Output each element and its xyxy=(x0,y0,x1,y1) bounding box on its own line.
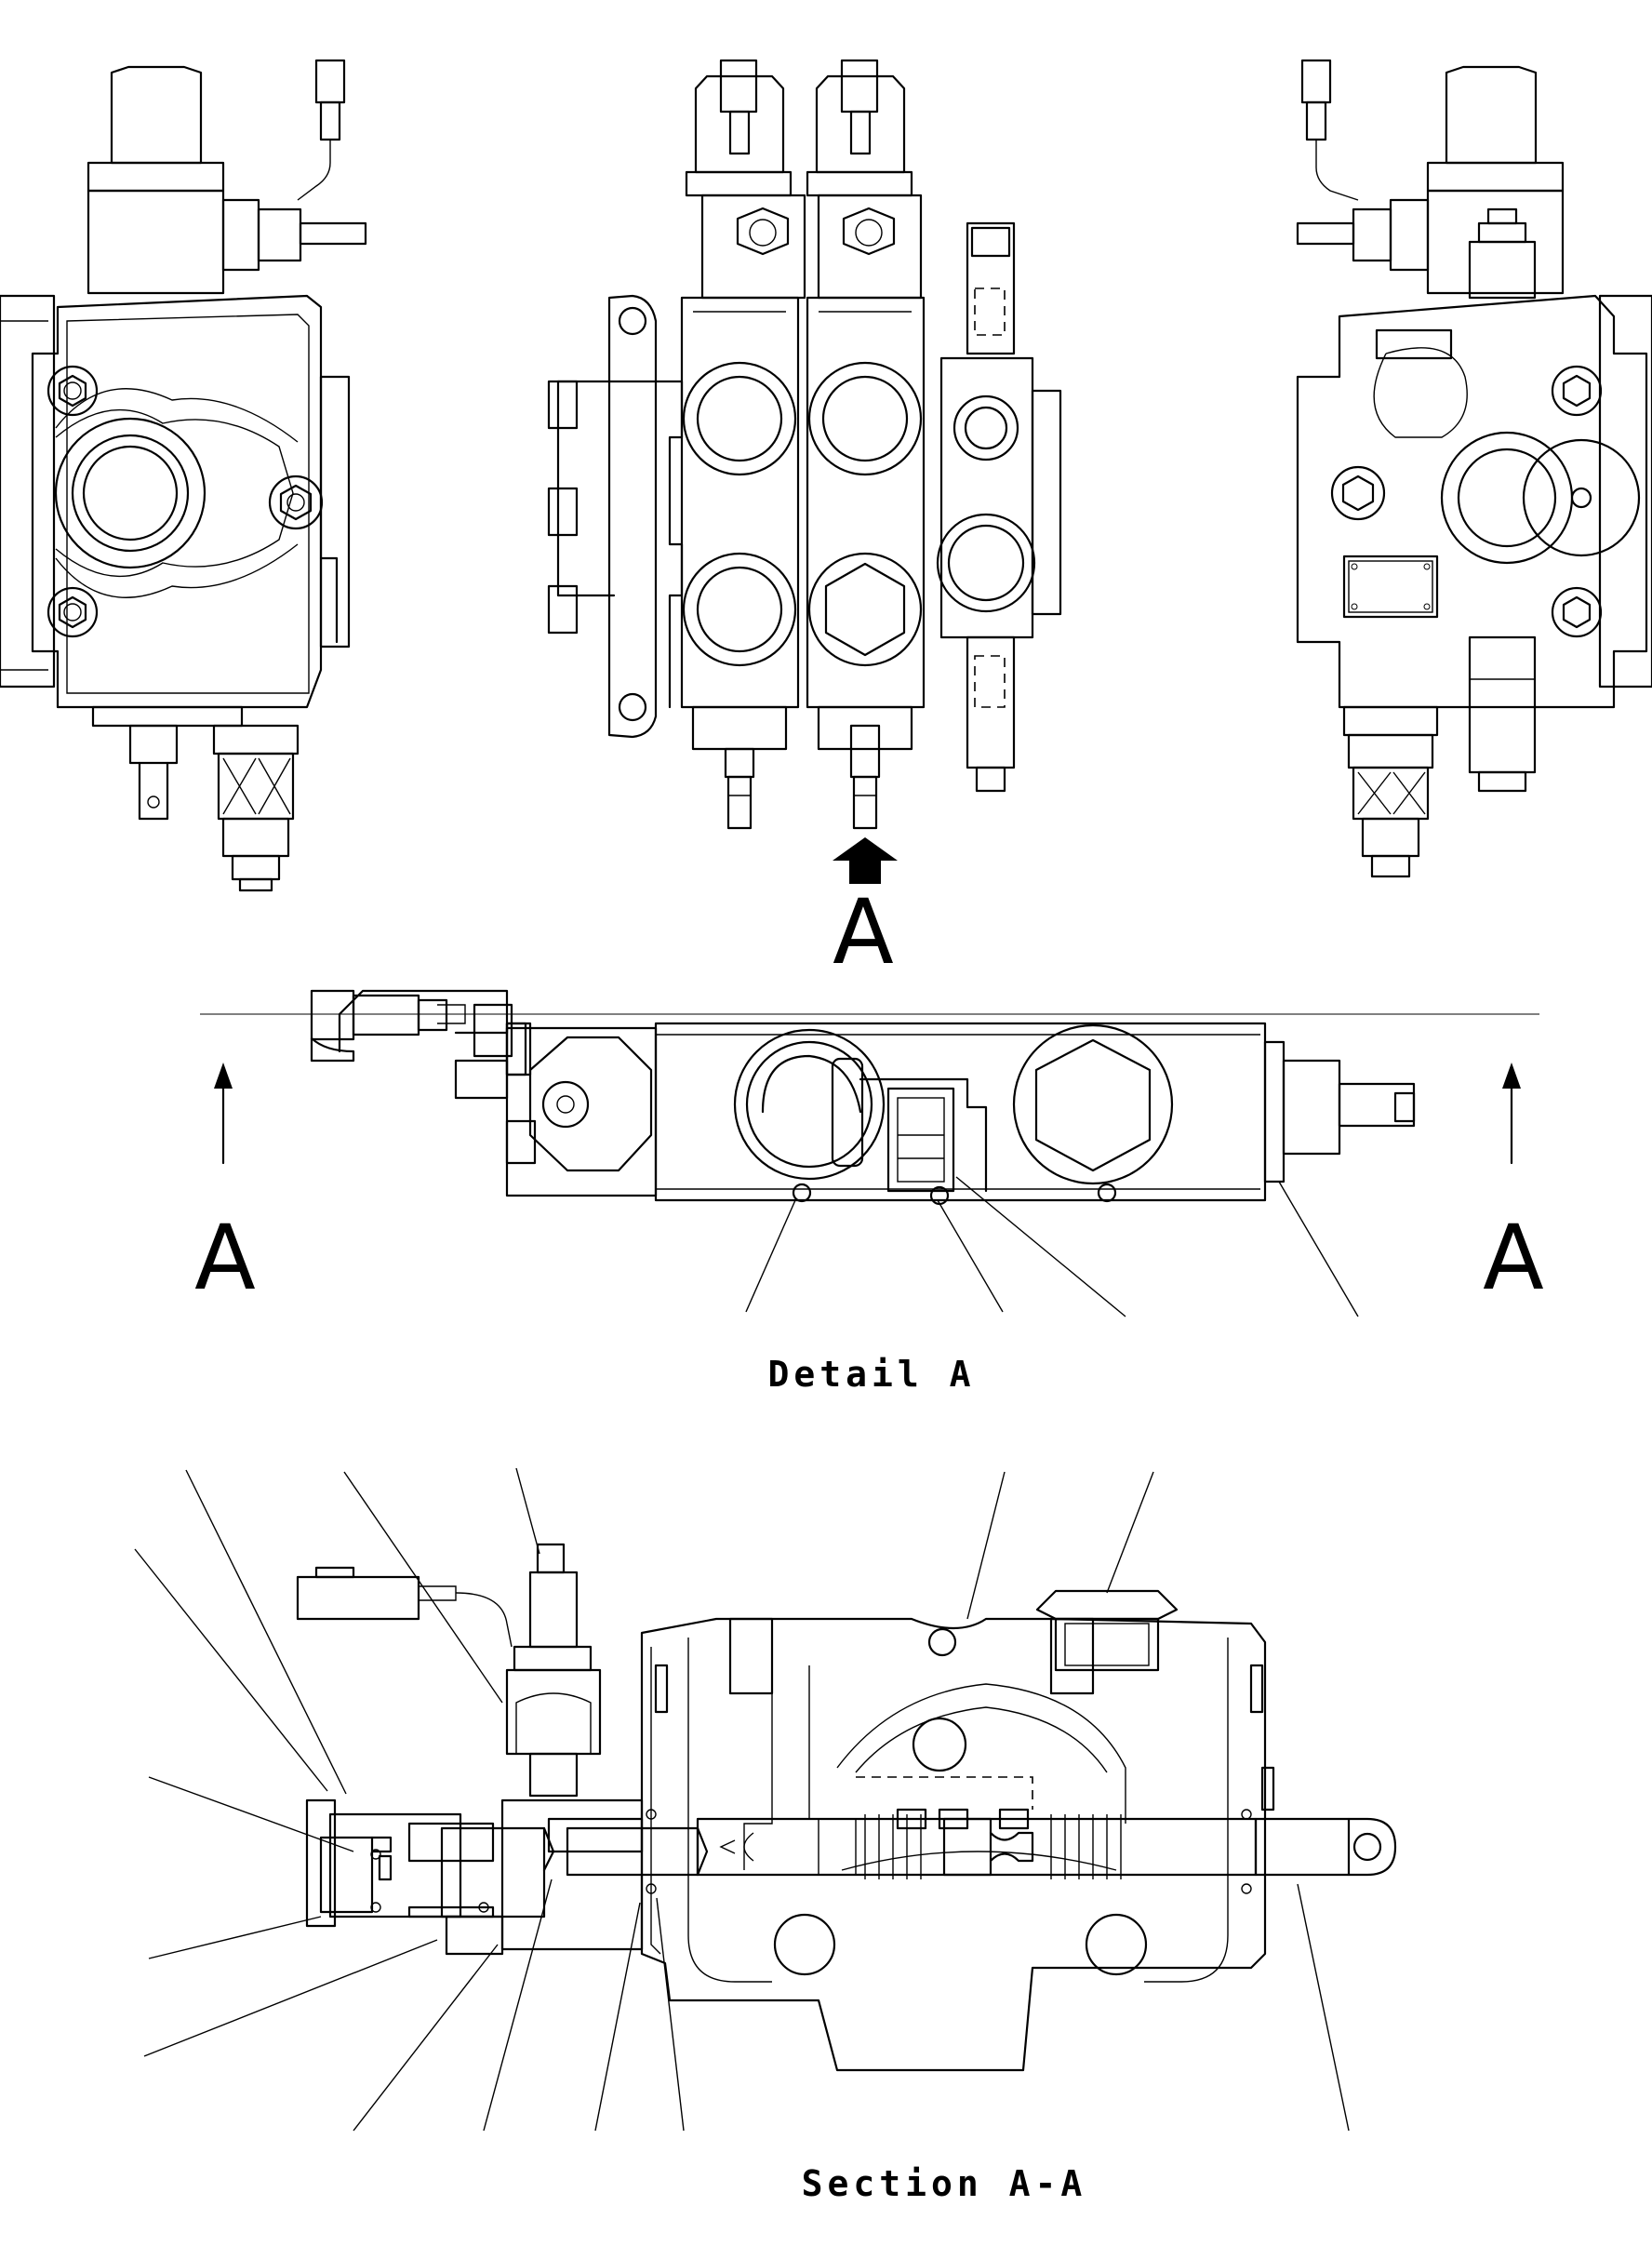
detail-a xyxy=(200,989,1539,1317)
section-marker-left: A xyxy=(194,1206,256,1310)
front-view xyxy=(547,59,1062,884)
section-a-a xyxy=(134,1467,1397,2132)
detail-a-caption: Detail A xyxy=(767,1354,975,1395)
left-side-view xyxy=(0,59,367,892)
view-marker-a: A xyxy=(833,880,894,984)
right-side-view xyxy=(1296,59,1652,878)
section-marker-right: A xyxy=(1483,1206,1544,1310)
section-a-a-caption: Section A-A xyxy=(802,2163,1087,2204)
